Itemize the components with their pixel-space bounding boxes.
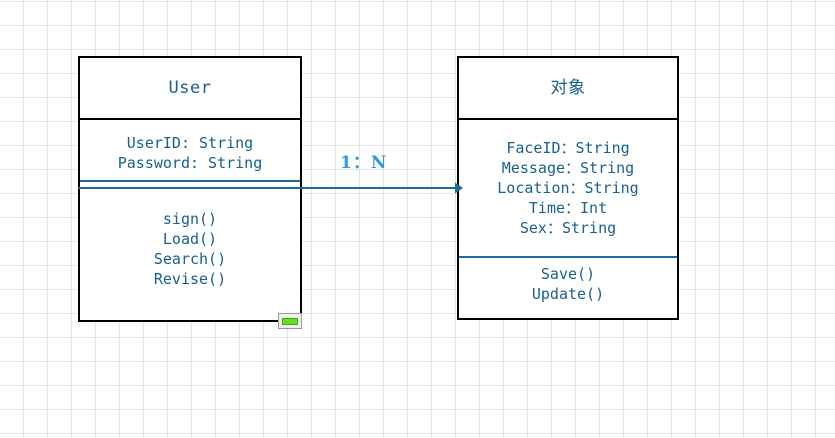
relation-multiplicity-label: 1：N bbox=[340, 153, 388, 173]
class-name-object: 对象 bbox=[550, 77, 586, 98]
class-attributes-compartment-object: FaceID：String Message：String Location：St… bbox=[459, 120, 677, 258]
method-item: Search() bbox=[153, 250, 227, 268]
attribute-item: FaceID：String bbox=[506, 139, 630, 157]
method-item: Save() bbox=[540, 265, 596, 283]
attribute-item: Password: String bbox=[117, 154, 263, 172]
green-bar-handle-icon[interactable] bbox=[278, 313, 302, 329]
method-item: Load() bbox=[162, 230, 218, 248]
class-methods-compartment-object: Save() Update() bbox=[459, 258, 677, 318]
attribute-item: UserID: String bbox=[126, 134, 254, 152]
method-item: Update() bbox=[531, 285, 605, 303]
class-title-compartment-object: 对象 bbox=[459, 58, 677, 120]
method-item: sign() bbox=[162, 210, 218, 228]
class-box-object[interactable]: 对象 FaceID：String Message：String Location… bbox=[457, 56, 679, 320]
class-title-compartment-user: User bbox=[80, 58, 300, 120]
class-methods-compartment-user: sign() Load() Search() Revise() bbox=[80, 182, 300, 320]
class-name-user: User bbox=[168, 77, 212, 98]
attribute-item: Message：String bbox=[501, 159, 635, 177]
attribute-item: Time：Int bbox=[528, 199, 608, 217]
method-item: Revise() bbox=[153, 270, 227, 288]
attribute-item: Sex：String bbox=[519, 219, 617, 237]
class-box-user[interactable]: User UserID: String Password: String sig… bbox=[78, 56, 302, 322]
class-attributes-compartment-user: UserID: String Password: String bbox=[80, 120, 300, 182]
green-bar bbox=[282, 317, 298, 325]
attribute-item: Location：String bbox=[497, 179, 639, 197]
